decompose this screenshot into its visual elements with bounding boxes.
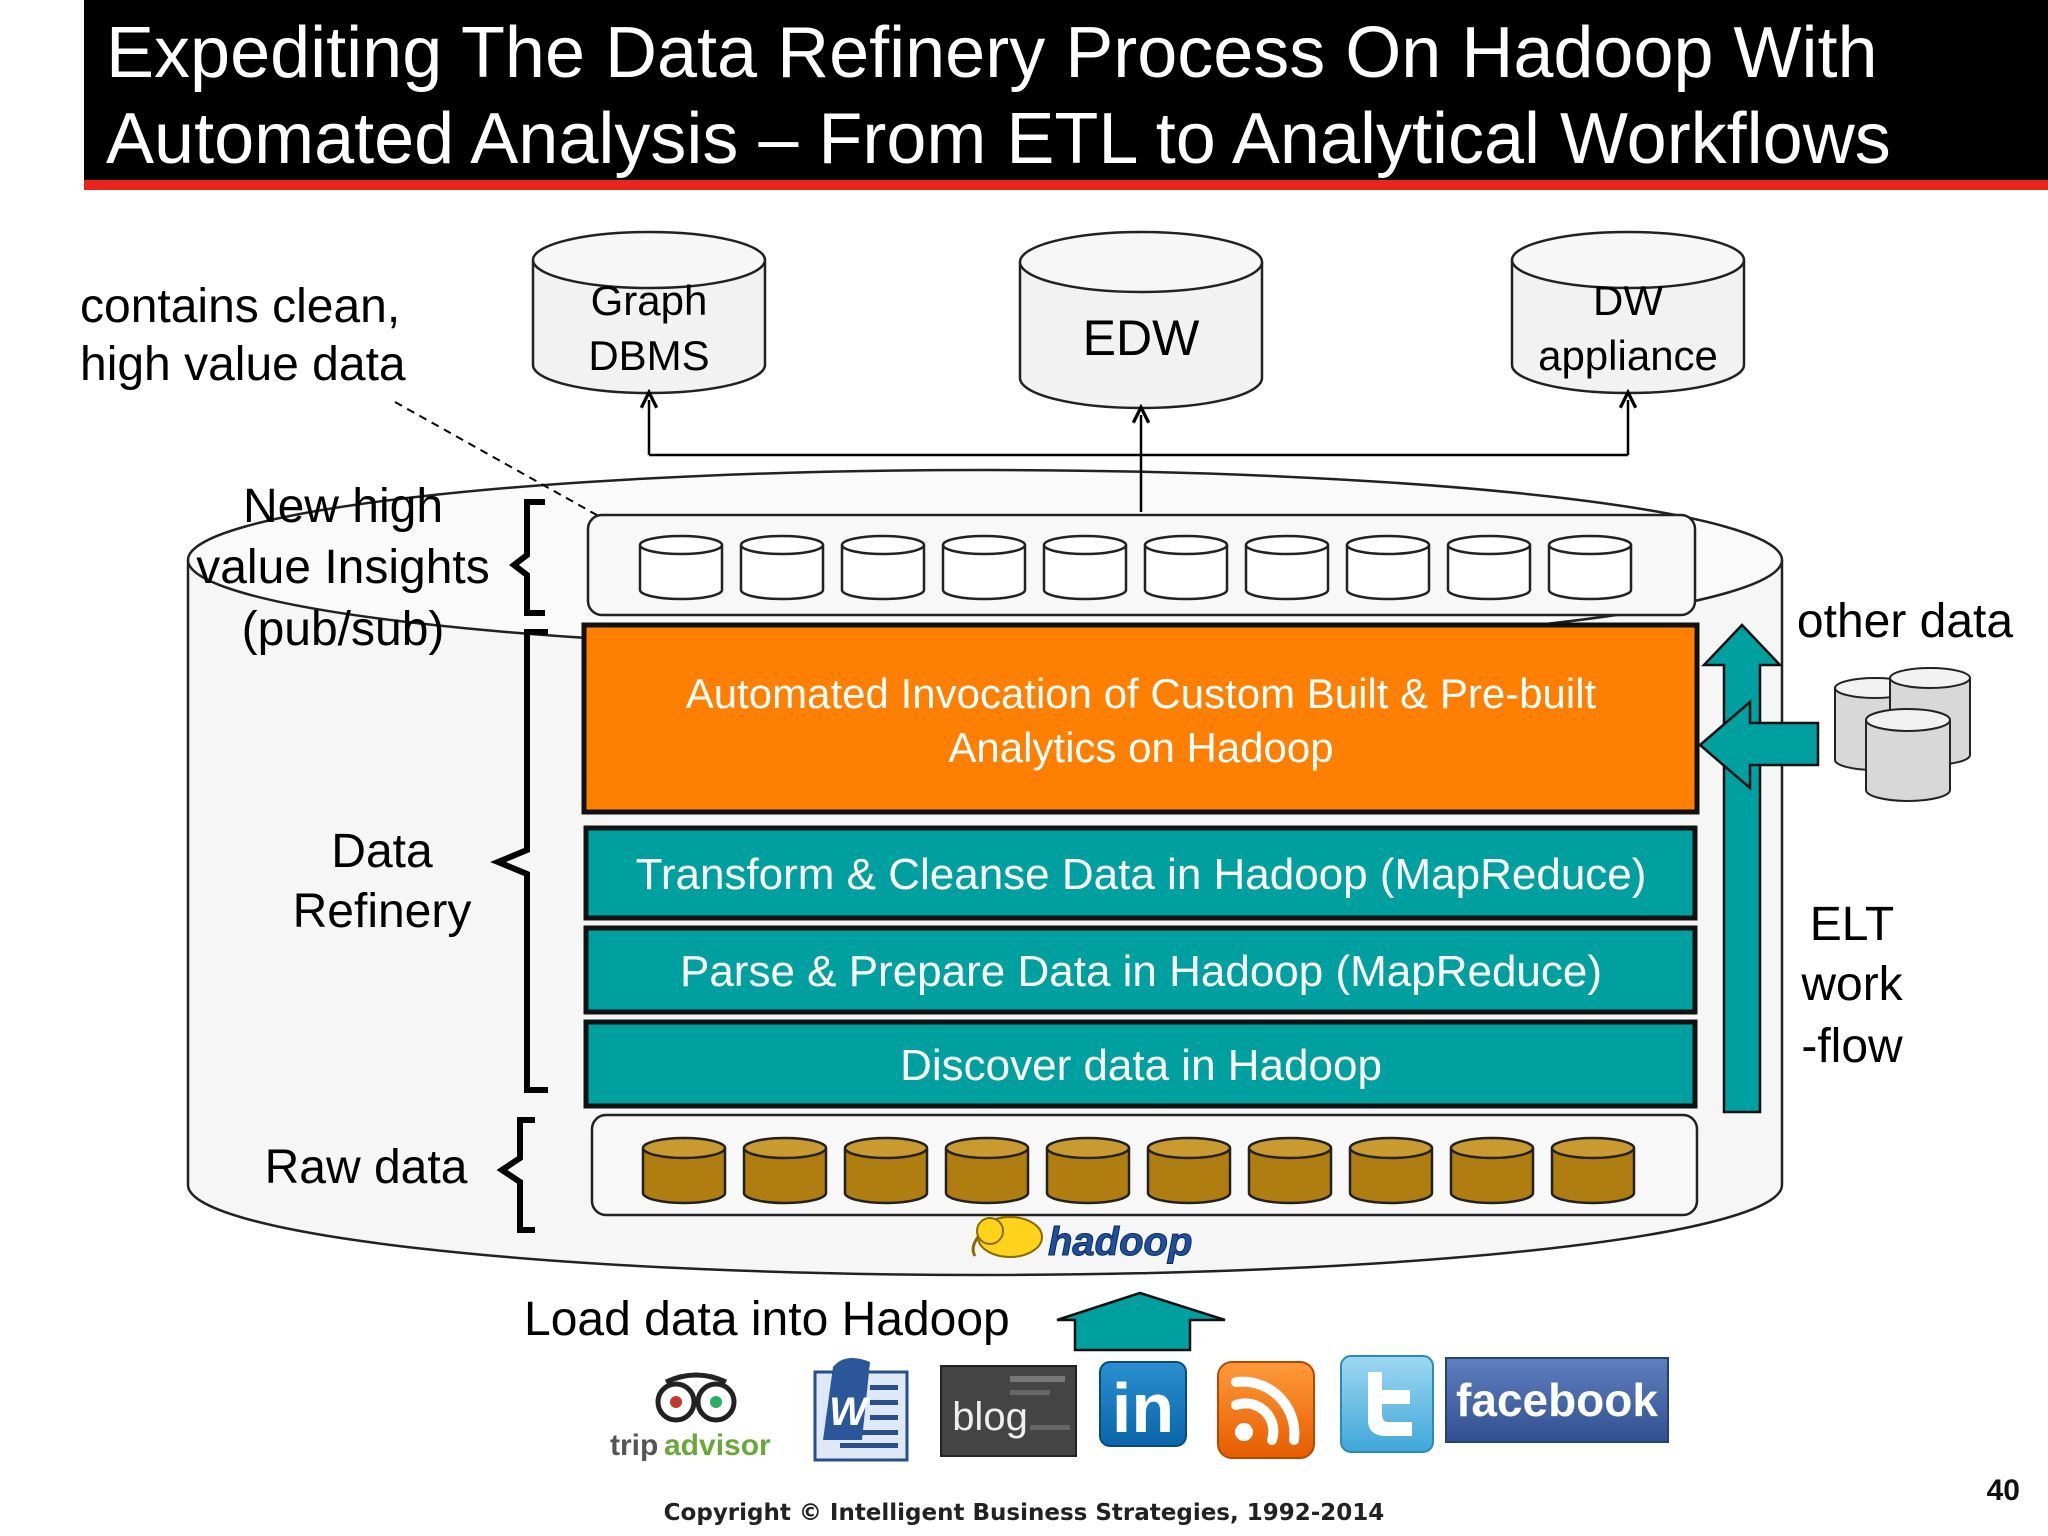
- graph-dbms-label-1: Graph: [591, 277, 708, 324]
- discover-layer: Discover data in Hadoop: [583, 1019, 1698, 1109]
- insight-store: [1042, 534, 1128, 601]
- insights-label-2: value Insights: [196, 541, 490, 594]
- elt-workflow-arrow: [1701, 623, 1783, 1114]
- word-document-icon: W: [813, 1358, 909, 1462]
- tripadvisor-text-2: advisor: [664, 1429, 771, 1462]
- raw-data-store: [1247, 1136, 1333, 1205]
- word-icon-letter: W: [829, 1390, 870, 1434]
- twitter-icon: [1340, 1355, 1434, 1453]
- refinery-label-1: Data: [331, 825, 433, 878]
- other-data-stores: [1834, 667, 1971, 802]
- dw-appliance-label-2: appliance: [1538, 332, 1718, 379]
- callout-line-1: contains clean,: [80, 280, 400, 333]
- slide-title-line-1: Expediting The Data Refinery Process On …: [106, 13, 1878, 93]
- edw-database: EDW: [1018, 230, 1264, 410]
- raw-data-store: [641, 1136, 727, 1205]
- raw-data-stores: [641, 1136, 1636, 1205]
- raw-data-label: Raw data: [265, 1141, 468, 1194]
- insights-tray: [586, 513, 1697, 617]
- insight-store: [1547, 534, 1633, 601]
- transform-layer: Transform & Cleanse Data in Hadoop (MapR…: [583, 825, 1698, 921]
- transform-layer-label: Transform & Cleanse Data in Hadoop (MapR…: [636, 850, 1647, 899]
- linkedin-icon-text: in: [1112, 1369, 1174, 1447]
- raw-data-store: [1550, 1136, 1636, 1205]
- insights-brace: [509, 499, 545, 616]
- dw-appliance-database: DW appliance: [1510, 230, 1746, 395]
- analytics-layer-label-2: Analytics on Hadoop: [948, 724, 1333, 771]
- insight-store: [1345, 534, 1431, 601]
- copyright-notice: Copyright © Intelligent Business Strateg…: [663, 1500, 1385, 1526]
- insights-label-1: New high: [243, 480, 443, 533]
- facebook-icon: facebook: [1445, 1357, 1669, 1443]
- raw-data-store: [1449, 1136, 1535, 1205]
- slide-number: 40: [1986, 1474, 2020, 1507]
- insight-store: [1446, 534, 1532, 601]
- graph-dbms-database: Graph DBMS: [531, 230, 767, 395]
- raw-data-store: [1045, 1136, 1131, 1205]
- elt-label-1: ELT: [1810, 898, 1894, 951]
- parse-layer: Parse & Prepare Data in Hadoop (MapReduc…: [583, 925, 1698, 1015]
- insight-stores: [638, 534, 1633, 601]
- insight-store: [1244, 534, 1330, 601]
- analytics-layer-label-1: Automated Invocation of Custom Built & P…: [686, 670, 1597, 717]
- insight-store: [638, 534, 724, 601]
- blog-icon-text: blog: [952, 1395, 1028, 1439]
- dw-appliance-label-1: DW: [1593, 277, 1663, 324]
- callout-line-2: high value data: [80, 338, 406, 391]
- insight-store: [739, 534, 825, 601]
- elt-label-2: work: [1800, 958, 1903, 1011]
- refinery-label-2: Refinery: [293, 885, 472, 938]
- insights-label-3: (pub/sub): [242, 603, 445, 656]
- linkedin-icon: in: [1099, 1361, 1187, 1447]
- graph-dbms-label-2: DBMS: [588, 332, 709, 379]
- blog-icon: blog: [940, 1365, 1077, 1457]
- raw-data-store: [843, 1136, 929, 1205]
- hadoop-logo-text: hadoop: [1048, 1220, 1192, 1264]
- raw-data-store: [1348, 1136, 1434, 1205]
- load-label: Load data into Hadoop: [524, 1293, 1010, 1346]
- publish-connectors: [649, 400, 1628, 512]
- hadoop-logo: hadoop: [971, 1216, 1193, 1265]
- raw-data-store: [742, 1136, 828, 1205]
- discover-layer-label: Discover data in Hadoop: [900, 1041, 1382, 1090]
- analytics-layer: Automated Invocation of Custom Built & P…: [581, 622, 1700, 815]
- edw-label: EDW: [1083, 310, 1200, 366]
- other-data-inflow-arrow: [1698, 699, 1820, 791]
- facebook-icon-text: facebook: [1456, 1374, 1658, 1426]
- raw-data-brace: [496, 1117, 535, 1233]
- slide-title-line-2: Automated Analysis – From ETL to Analyti…: [106, 99, 1891, 179]
- insight-store: [941, 534, 1027, 601]
- insight-store: [840, 534, 926, 601]
- rss-feed-icon: [1217, 1361, 1315, 1459]
- insight-store: [1143, 534, 1229, 601]
- title-bar: Expediting The Data Refinery Process On …: [84, 0, 2048, 190]
- load-arrow: [1056, 1291, 1226, 1352]
- slide-title: Expediting The Data Refinery Process On …: [106, 10, 2036, 182]
- raw-data-store: [1146, 1136, 1232, 1205]
- parse-layer-label: Parse & Prepare Data in Hadoop (MapReduc…: [680, 947, 1602, 996]
- other-data-label: other data: [1797, 595, 2013, 648]
- raw-data-store: [944, 1136, 1030, 1205]
- tripadvisor-text-1: trip: [610, 1429, 658, 1462]
- refinery-brace: [490, 629, 548, 1093]
- raw-data-tray: [590, 1113, 1699, 1217]
- elt-label-3: -flow: [1801, 1020, 1903, 1073]
- tripadvisor-logo: trip advisor: [610, 1372, 771, 1462]
- callout-leader-line: [394, 401, 621, 529]
